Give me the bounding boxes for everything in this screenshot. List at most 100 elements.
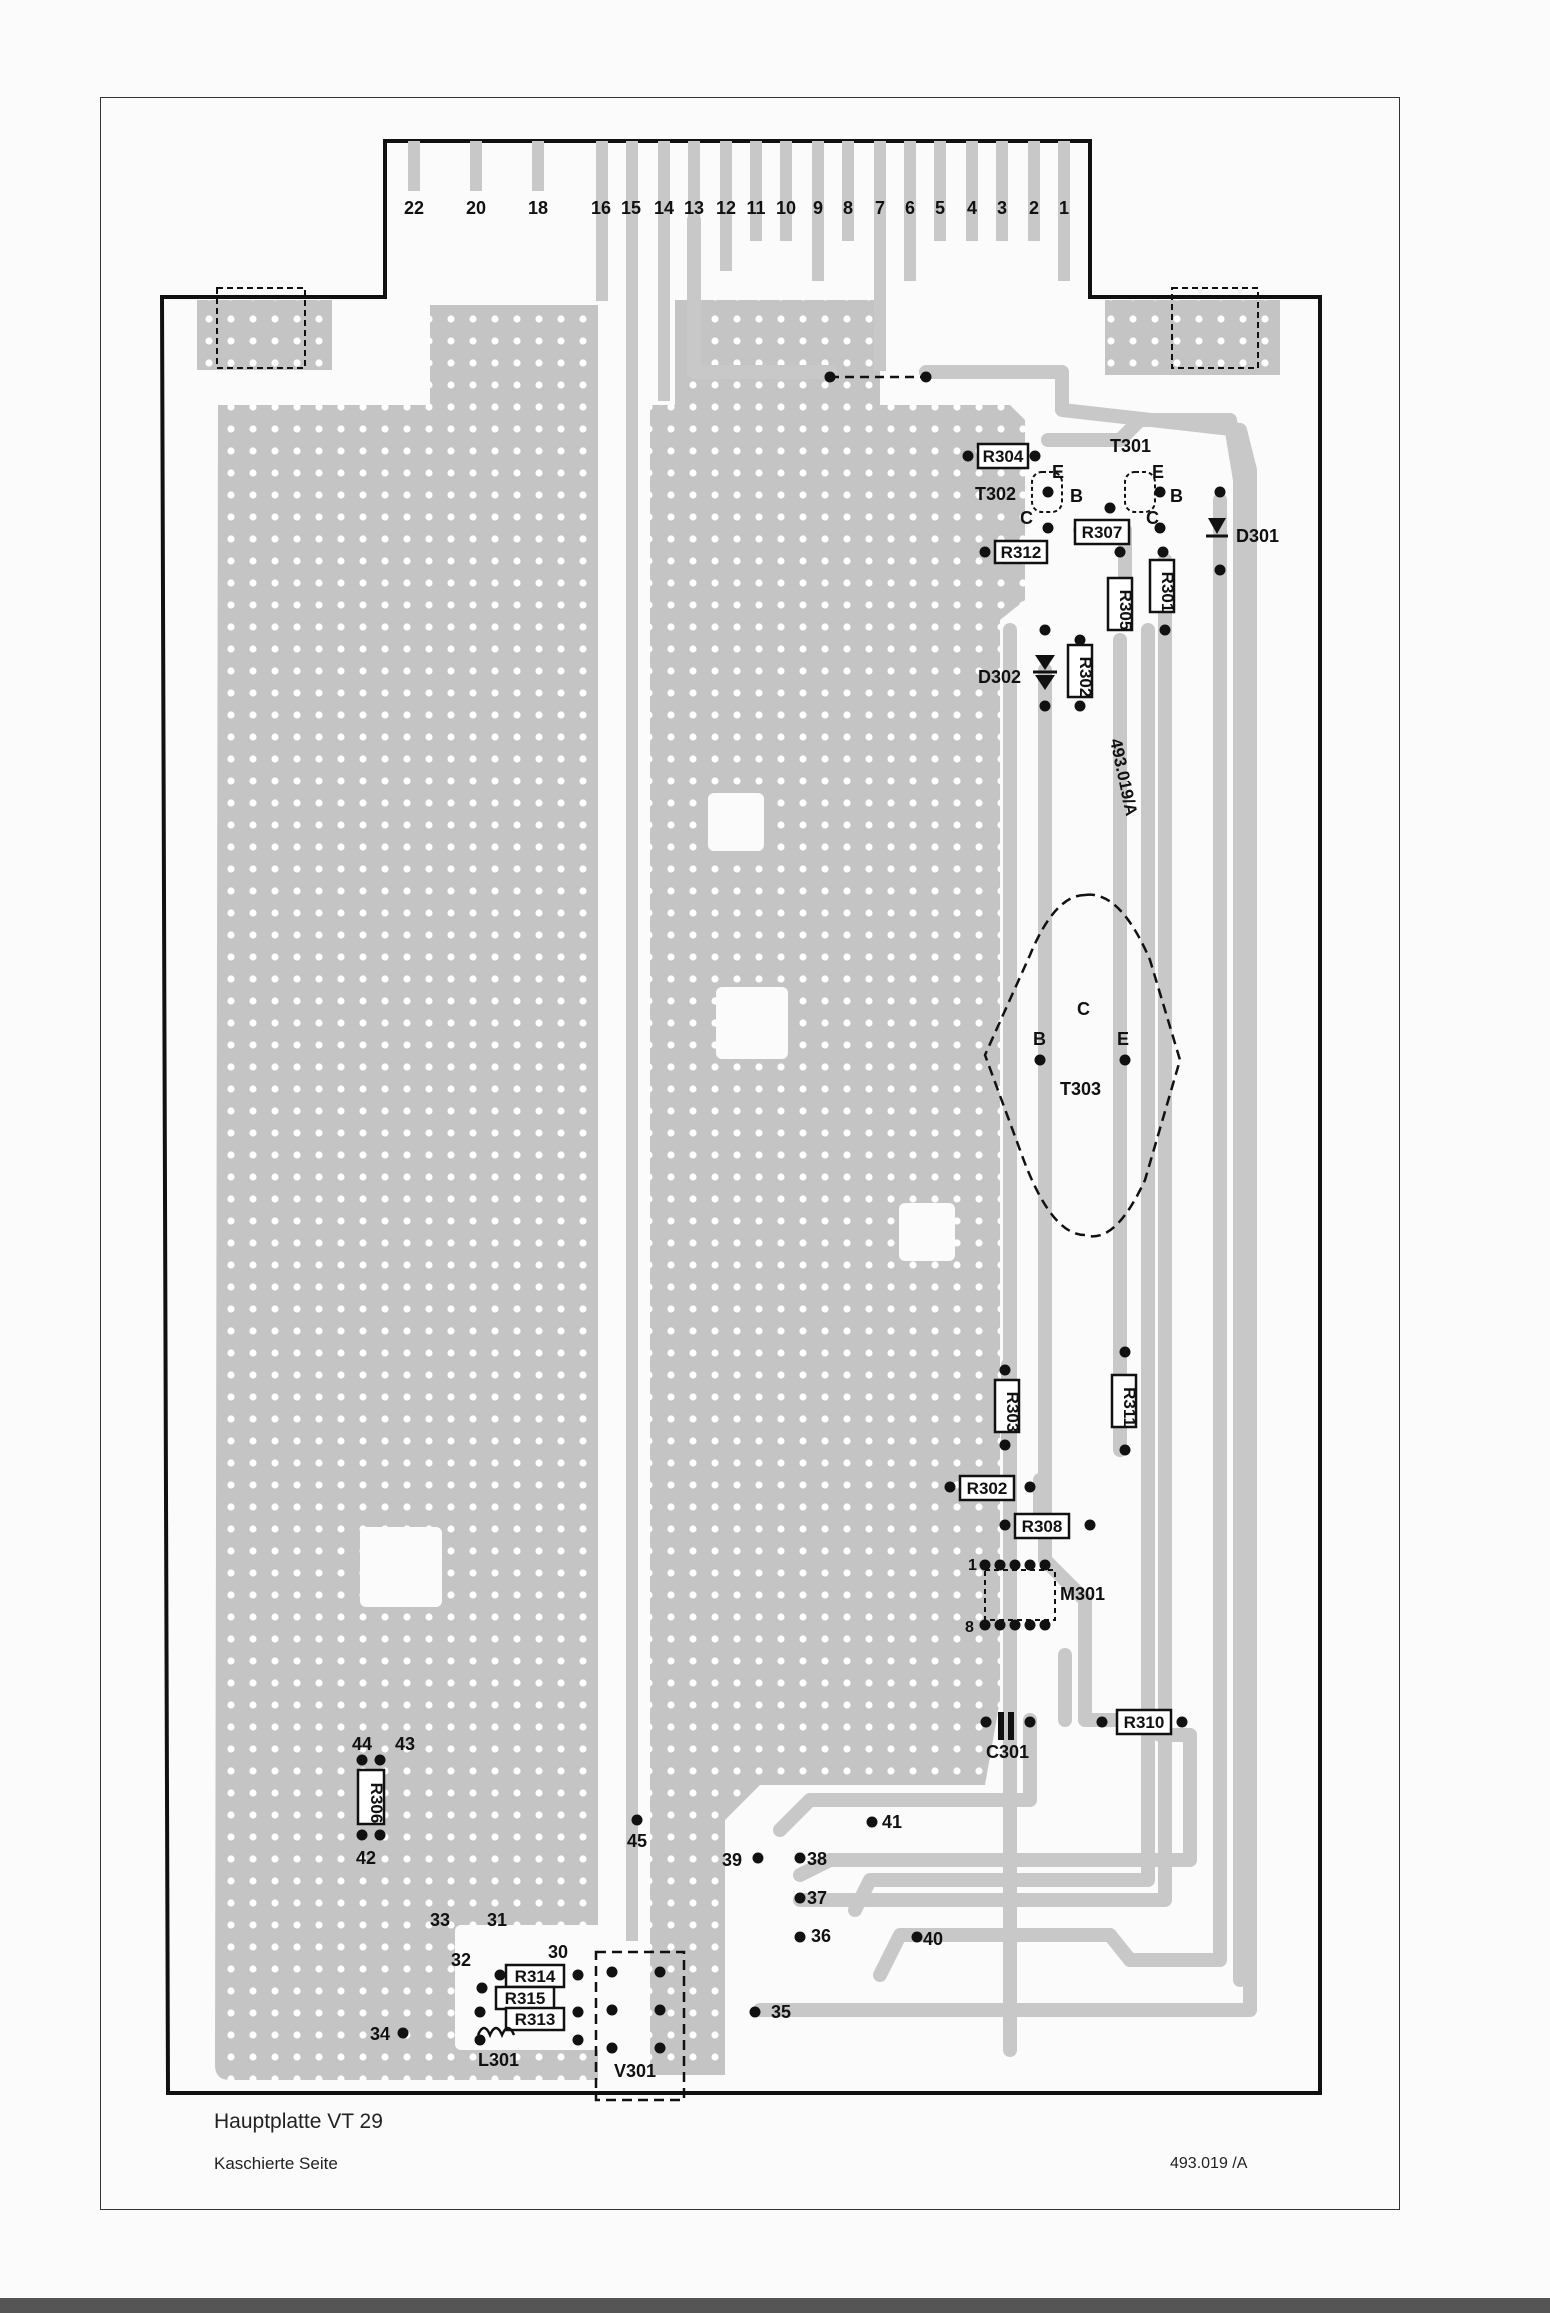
solder-pad xyxy=(1074,634,1086,646)
solder-pad xyxy=(572,2006,584,2018)
resistor-r307-body xyxy=(1073,518,1131,546)
mount-pad-tr xyxy=(1105,300,1280,375)
resistor-r303-body xyxy=(993,1378,1021,1434)
solder-pad xyxy=(980,1716,992,1728)
t302-outline xyxy=(1031,471,1063,513)
solder-pad xyxy=(979,1559,991,1571)
solder-pad xyxy=(1154,486,1166,498)
solder-pad xyxy=(1119,1444,1131,1456)
solder-pad xyxy=(1104,502,1116,514)
pad-label: 32 xyxy=(451,1950,471,1970)
caption-title: Hauptplatte VT 29 xyxy=(214,2110,383,2133)
solder-pad xyxy=(794,1852,806,1864)
connector-pin-label: 5 xyxy=(935,198,945,218)
solder-pad xyxy=(1034,1054,1046,1066)
scan-edge xyxy=(0,2298,1550,2313)
solder-pad xyxy=(494,1969,506,1981)
t302-pin-c: C xyxy=(1020,508,1033,528)
caption-subtitle: Kaschierte Seite xyxy=(214,2154,338,2173)
t301-pin-e: E xyxy=(1152,462,1164,482)
solder-pad xyxy=(1039,624,1051,636)
solder-pad xyxy=(999,1519,1011,1531)
connector-pin-label: 12 xyxy=(716,198,736,218)
diode-d301 xyxy=(1206,518,1228,538)
solder-pad xyxy=(866,1816,878,1828)
solder-pad xyxy=(572,1969,584,1981)
t302-pin-e: E xyxy=(1052,462,1064,482)
pad-label: 36 xyxy=(811,1926,831,1946)
clearance-3 xyxy=(899,1203,955,1261)
solder-pad xyxy=(1114,546,1126,558)
resistor-r307-label: R307 xyxy=(1082,523,1123,542)
solder-pad xyxy=(1039,700,1051,712)
resistor-r305-body xyxy=(1106,576,1134,632)
solder-pad xyxy=(606,1966,618,1978)
solder-pad xyxy=(654,2042,666,2054)
pad-label: 40 xyxy=(923,1929,943,1949)
clearance-2 xyxy=(716,987,788,1059)
solder-pad xyxy=(979,1619,991,1631)
connector-pin-label: 6 xyxy=(905,198,915,218)
resistor-r303-label: R303 xyxy=(1003,1392,1022,1433)
ground-plane-left xyxy=(215,305,598,2080)
mount-clip-tr xyxy=(1171,287,1259,369)
solder-pad xyxy=(994,1559,1006,1571)
connector-pin-label: 8 xyxy=(843,198,853,218)
solder-pad xyxy=(631,1814,643,1826)
pad-label: 31 xyxy=(487,1910,507,1930)
t303-pin-c: C xyxy=(1077,999,1090,1019)
solder-pad xyxy=(1176,1716,1188,1728)
solder-pad xyxy=(356,1829,368,1841)
resistor-r311-label: R311 xyxy=(1120,1387,1139,1427)
t301-outline xyxy=(1124,471,1156,513)
solder-pads xyxy=(356,371,1226,2054)
solder-pad xyxy=(1214,486,1226,498)
solder-pad xyxy=(1042,522,1054,534)
resistor-r304-label: R304 xyxy=(983,447,1024,466)
connector-pin-label: 13 xyxy=(684,198,704,218)
solder-pad xyxy=(1119,1054,1131,1066)
resistor-r301-body xyxy=(1148,558,1176,614)
t303-pin-b: B xyxy=(1033,1029,1046,1049)
solder-pad xyxy=(1214,564,1226,576)
resistor-r308-body xyxy=(1013,1512,1071,1540)
connector-pin-label: 16 xyxy=(591,198,611,218)
t301-label: T301 xyxy=(1110,436,1151,456)
resistor-r310-label: R310 xyxy=(1124,1713,1165,1732)
resistor-r310-body xyxy=(1115,1708,1173,1736)
m301-pin-1: 1 xyxy=(968,1557,977,1574)
d302-label: D302 xyxy=(978,667,1021,687)
solder-pad xyxy=(999,1439,1011,1451)
solder-pad xyxy=(944,1481,956,1493)
m301-label: M301 xyxy=(1060,1584,1105,1604)
pad-label: 39 xyxy=(722,1850,742,1870)
diode-d302 xyxy=(1033,655,1057,690)
resistor-r313-body xyxy=(504,2006,566,2032)
solder-pad xyxy=(994,1619,1006,1631)
solder-pad xyxy=(1154,522,1166,534)
solder-pad xyxy=(654,2004,666,2016)
resistor-r302-bottom-body xyxy=(958,1474,1016,1502)
connector-pin-label: 22 xyxy=(404,198,424,218)
solder-pad xyxy=(1039,1619,1051,1631)
resistor-r312-body xyxy=(993,539,1049,565)
solder-pad xyxy=(824,371,836,383)
solder-pad xyxy=(606,2004,618,2016)
solder-pad xyxy=(1042,486,1054,498)
solder-pad xyxy=(1009,1559,1021,1571)
pad-label: 41 xyxy=(882,1812,902,1832)
solder-pad xyxy=(654,1966,666,1978)
resistor-r308-label: R308 xyxy=(1022,1517,1063,1536)
connector-pin-label: 3 xyxy=(997,198,1007,218)
solder-pad xyxy=(962,450,974,462)
solder-pad xyxy=(1159,624,1171,636)
d301-label: D301 xyxy=(1236,526,1279,546)
board-outline xyxy=(159,139,1322,2095)
resistor-r306-label: R306 xyxy=(367,1783,386,1824)
solder-pad xyxy=(1157,546,1169,558)
solder-pad xyxy=(572,2034,584,2046)
mount-pad-tl xyxy=(197,300,332,370)
resistor-r312-label: R312 xyxy=(1001,543,1042,562)
